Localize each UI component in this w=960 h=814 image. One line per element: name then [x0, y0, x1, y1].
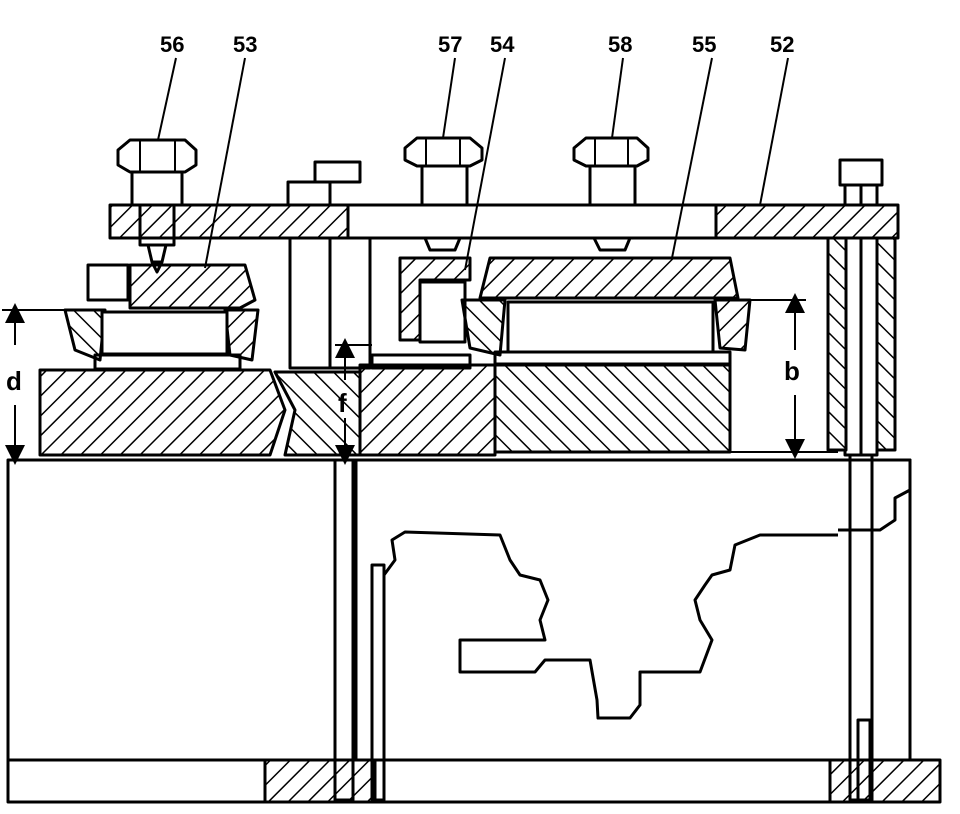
dim-label-b: b: [784, 356, 800, 386]
dim-label-d: d: [6, 366, 22, 396]
long-bolt-right: [826, 158, 897, 802]
housing-base: [6, 458, 942, 804]
dim-label-f: f: [338, 388, 347, 418]
label-55: 55: [692, 32, 716, 57]
screw-56: [116, 138, 198, 274]
label-57: 57: [438, 32, 462, 57]
dimension-b: b: [730, 293, 838, 459]
label-52: 52: [770, 32, 794, 57]
leader-lines: [157, 57, 789, 271]
center-post: [288, 236, 372, 370]
screw-57: [403, 136, 484, 252]
ring-gear-assembly: [38, 363, 732, 457]
label-53: 53: [233, 32, 257, 57]
dimension-d: d: [2, 303, 65, 465]
screw-58: [572, 136, 650, 252]
label-56: 56: [160, 32, 184, 57]
bearing-55: [460, 256, 752, 366]
label-58: 58: [608, 32, 632, 57]
bearing-53: [63, 263, 260, 371]
part-labels: 56 53 57 54 58 55 52: [160, 32, 794, 57]
top-plate-52: [108, 203, 900, 240]
bearing-cup-54: [370, 256, 472, 370]
label-54: 54: [490, 32, 515, 57]
hex-nut-small: [286, 160, 362, 207]
dimension-f: f: [335, 338, 372, 465]
